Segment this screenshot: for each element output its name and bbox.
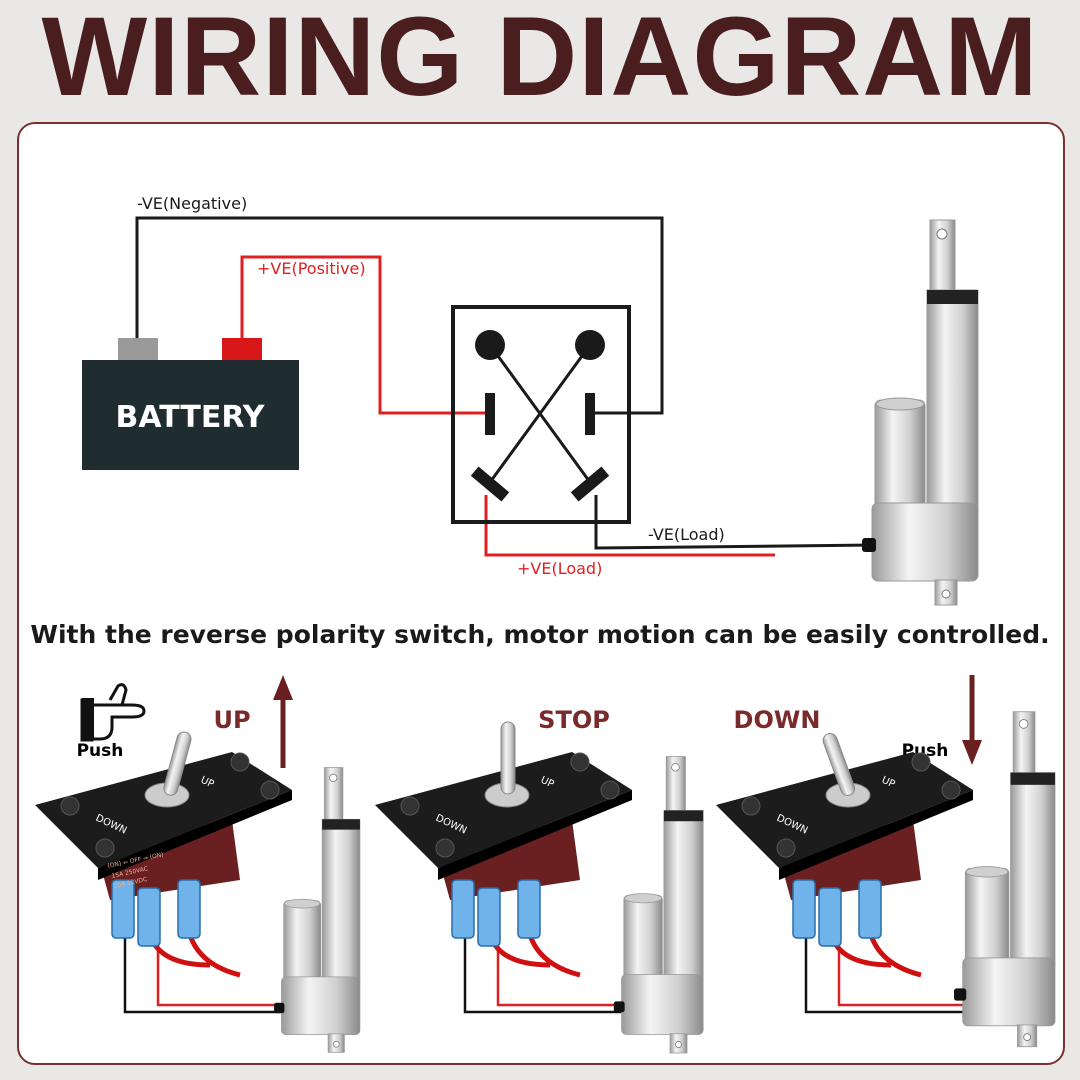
panel-down: Push DOWN UP DOWN [715, 675, 1056, 1048]
battery: BATTERY [82, 338, 299, 470]
negative-load-label: -VE(Load) [648, 525, 725, 544]
switch-schematic [451, 305, 631, 524]
state-label: DOWN [734, 706, 821, 734]
svg-text:UP: UP [880, 775, 897, 791]
linear-actuator [953, 711, 1056, 1048]
positive-load-wire [484, 495, 775, 557]
arrow-down-icon [962, 675, 982, 765]
panel-stop: STOP UP DOWN [374, 706, 704, 1054]
push-label: Push [77, 741, 124, 761]
panel-up: Push UP UP DOWN (ON) ⇐ OFF ⇒ (ON) 15A 25… [34, 675, 361, 1053]
negative-load-wire [594, 495, 876, 550]
svg-text:UP: UP [539, 775, 556, 791]
positive-label: +VE(Positive) [257, 259, 366, 278]
negative-label: -VE(Negative) [137, 194, 247, 213]
plate-up-label: UP [199, 775, 216, 791]
linear-actuator [861, 219, 979, 606]
caption: With the reverse polarity switch, motor … [30, 620, 1050, 649]
negative-wire [135, 216, 664, 415]
page-title: WIRING DIAGRAM [41, 0, 1039, 119]
positive-wire [240, 255, 490, 415]
state-label: UP [213, 706, 250, 734]
state-label: STOP [538, 706, 610, 734]
positive-load-label: +VE(Load) [517, 559, 602, 578]
battery-label: BATTERY [115, 400, 265, 435]
linear-actuator [273, 767, 361, 1053]
arrow-up-icon [273, 675, 293, 768]
